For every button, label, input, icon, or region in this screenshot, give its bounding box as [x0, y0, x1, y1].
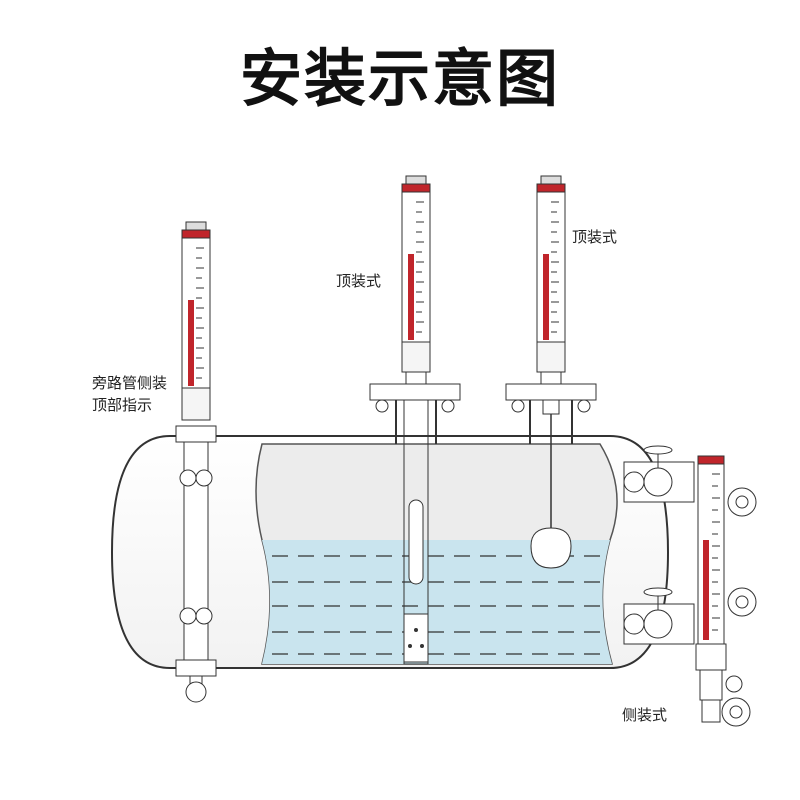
label-bypass-side-mount: 旁路管侧装 顶部指示 [92, 372, 167, 416]
label-top-mount-2: 顶装式 [572, 228, 618, 246]
liquid [262, 540, 612, 664]
label-bypass-line2: 顶部指示 [92, 396, 153, 414]
label-top-mount-1: 顶装式 [336, 272, 382, 290]
page-title: 安装示意图 [239, 42, 560, 115]
label-side-mount: 侧装式 [622, 706, 668, 724]
tank [110, 435, 670, 669]
top-mount-gauge-1 [369, 175, 461, 665]
liquid-lines [272, 555, 600, 655]
side-mount-gauge [623, 445, 757, 727]
label-bypass-line1: 旁路管侧装 [92, 374, 168, 392]
bypass-gauge [175, 221, 217, 703]
top-mount-gauge-2 [505, 175, 597, 569]
